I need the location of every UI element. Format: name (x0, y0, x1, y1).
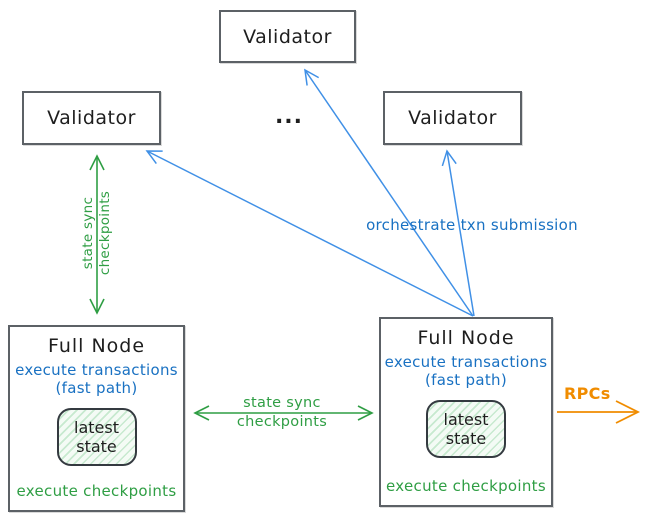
state-sync-horizontal-label: state sync checkpoints (236, 395, 328, 430)
state-sync-vertical-label: state sync checkpoints (80, 190, 113, 276)
full-node-right-execute-transactions: execute transactions (fast path) (384, 353, 548, 389)
txn-submission-arrow-right (441, 149, 475, 317)
full-node-left-title: Full Node (47, 335, 146, 357)
full-node-right-execute-checkpoints: execute checkpoints (386, 477, 546, 495)
full-node-left-execute-transactions: execute transactions (fast path) (15, 361, 178, 397)
validator-left-label: Validator (47, 107, 136, 129)
full-node-left-execute-checkpoints: execute checkpoints (16, 482, 177, 500)
validator-top-label: Validator (243, 25, 332, 48)
full-node-box-left: Full Node execute transactions (fast pat… (8, 325, 185, 512)
latest-state-box-right: latest state (426, 400, 506, 458)
validator-box-left: Validator (22, 91, 161, 145)
orchestrate-txn-submission-label: orchestrate txn submission (366, 216, 578, 234)
full-node-box-right: Full Node execute transactions (fast pat… (379, 317, 553, 507)
more-validators-ellipsis: ... (274, 104, 304, 129)
txn-submission-arrow-left (145, 150, 474, 317)
txn-submission-arrow-top (304, 68, 474, 317)
validator-box-right: Validator (383, 91, 522, 145)
rpcs-label: RPCs (564, 384, 611, 403)
latest-state-box-left: latest state (56, 408, 137, 466)
full-node-right-title: Full Node (417, 327, 515, 349)
validator-box-top: Validator (219, 10, 356, 63)
validator-right-label: Validator (408, 107, 497, 129)
